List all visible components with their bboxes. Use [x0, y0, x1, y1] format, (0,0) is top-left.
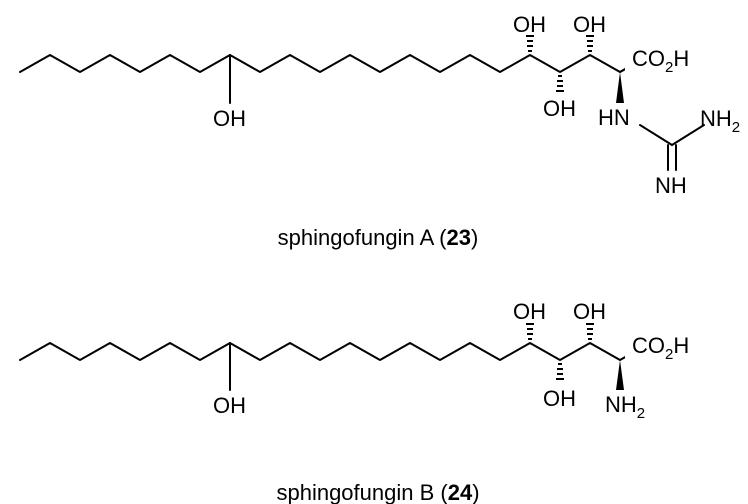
co2h-label-a: CO2H	[632, 46, 689, 76]
guanidine-nh2-bond-a	[671, 124, 705, 146]
nh2-label-b: NH2	[605, 392, 645, 422]
hn-guanidine-bond-a	[639, 124, 673, 146]
carbon-chain-b	[19, 342, 651, 361]
molecule-sphingofungin-a: OH OH OH OH CO2H HN NH2 NH sphingofungin…	[19, 12, 740, 250]
nh2-label-a: NH2	[700, 106, 740, 136]
molecule-sphingofungin-b: OH OH OH OH CO2H NH2 sphingofungin B (24…	[19, 299, 735, 504]
c5-hashed-bond-a	[526, 35, 534, 52]
oh-label-c3-a: OH	[573, 12, 606, 37]
carbon-chain-a	[19, 54, 651, 73]
caption-sphingofungin-b: sphingofungin B (24)	[276, 480, 479, 504]
c2-wedge-bond-a	[616, 72, 624, 103]
caption-sphingofungin-a: sphingofungin A (23)	[278, 225, 479, 250]
oh-label-c4-a: OH	[543, 96, 576, 121]
c4-hashed-bond-b	[556, 363, 564, 380]
oh-label-c4-b: OH	[543, 386, 576, 411]
c4-hashed-bond-a	[556, 75, 564, 92]
oh-label-c14-b: OH	[213, 393, 246, 418]
oh-label-c5-b: OH	[513, 299, 546, 324]
c5-hashed-bond-b	[526, 323, 534, 340]
nh-label-a: NH	[655, 173, 687, 198]
oh-label-c14-a: OH	[213, 106, 246, 131]
c3-hashed-bond-b	[586, 323, 594, 340]
oh-label-c3-b: OH	[573, 299, 606, 324]
oh-label-c5-a: OH	[513, 12, 546, 37]
co2h-label-b: CO2H	[632, 333, 689, 363]
c2-wedge-bond-b	[616, 360, 624, 390]
c3-hashed-bond-a	[586, 35, 594, 52]
hn-label-a: HN	[598, 105, 630, 130]
